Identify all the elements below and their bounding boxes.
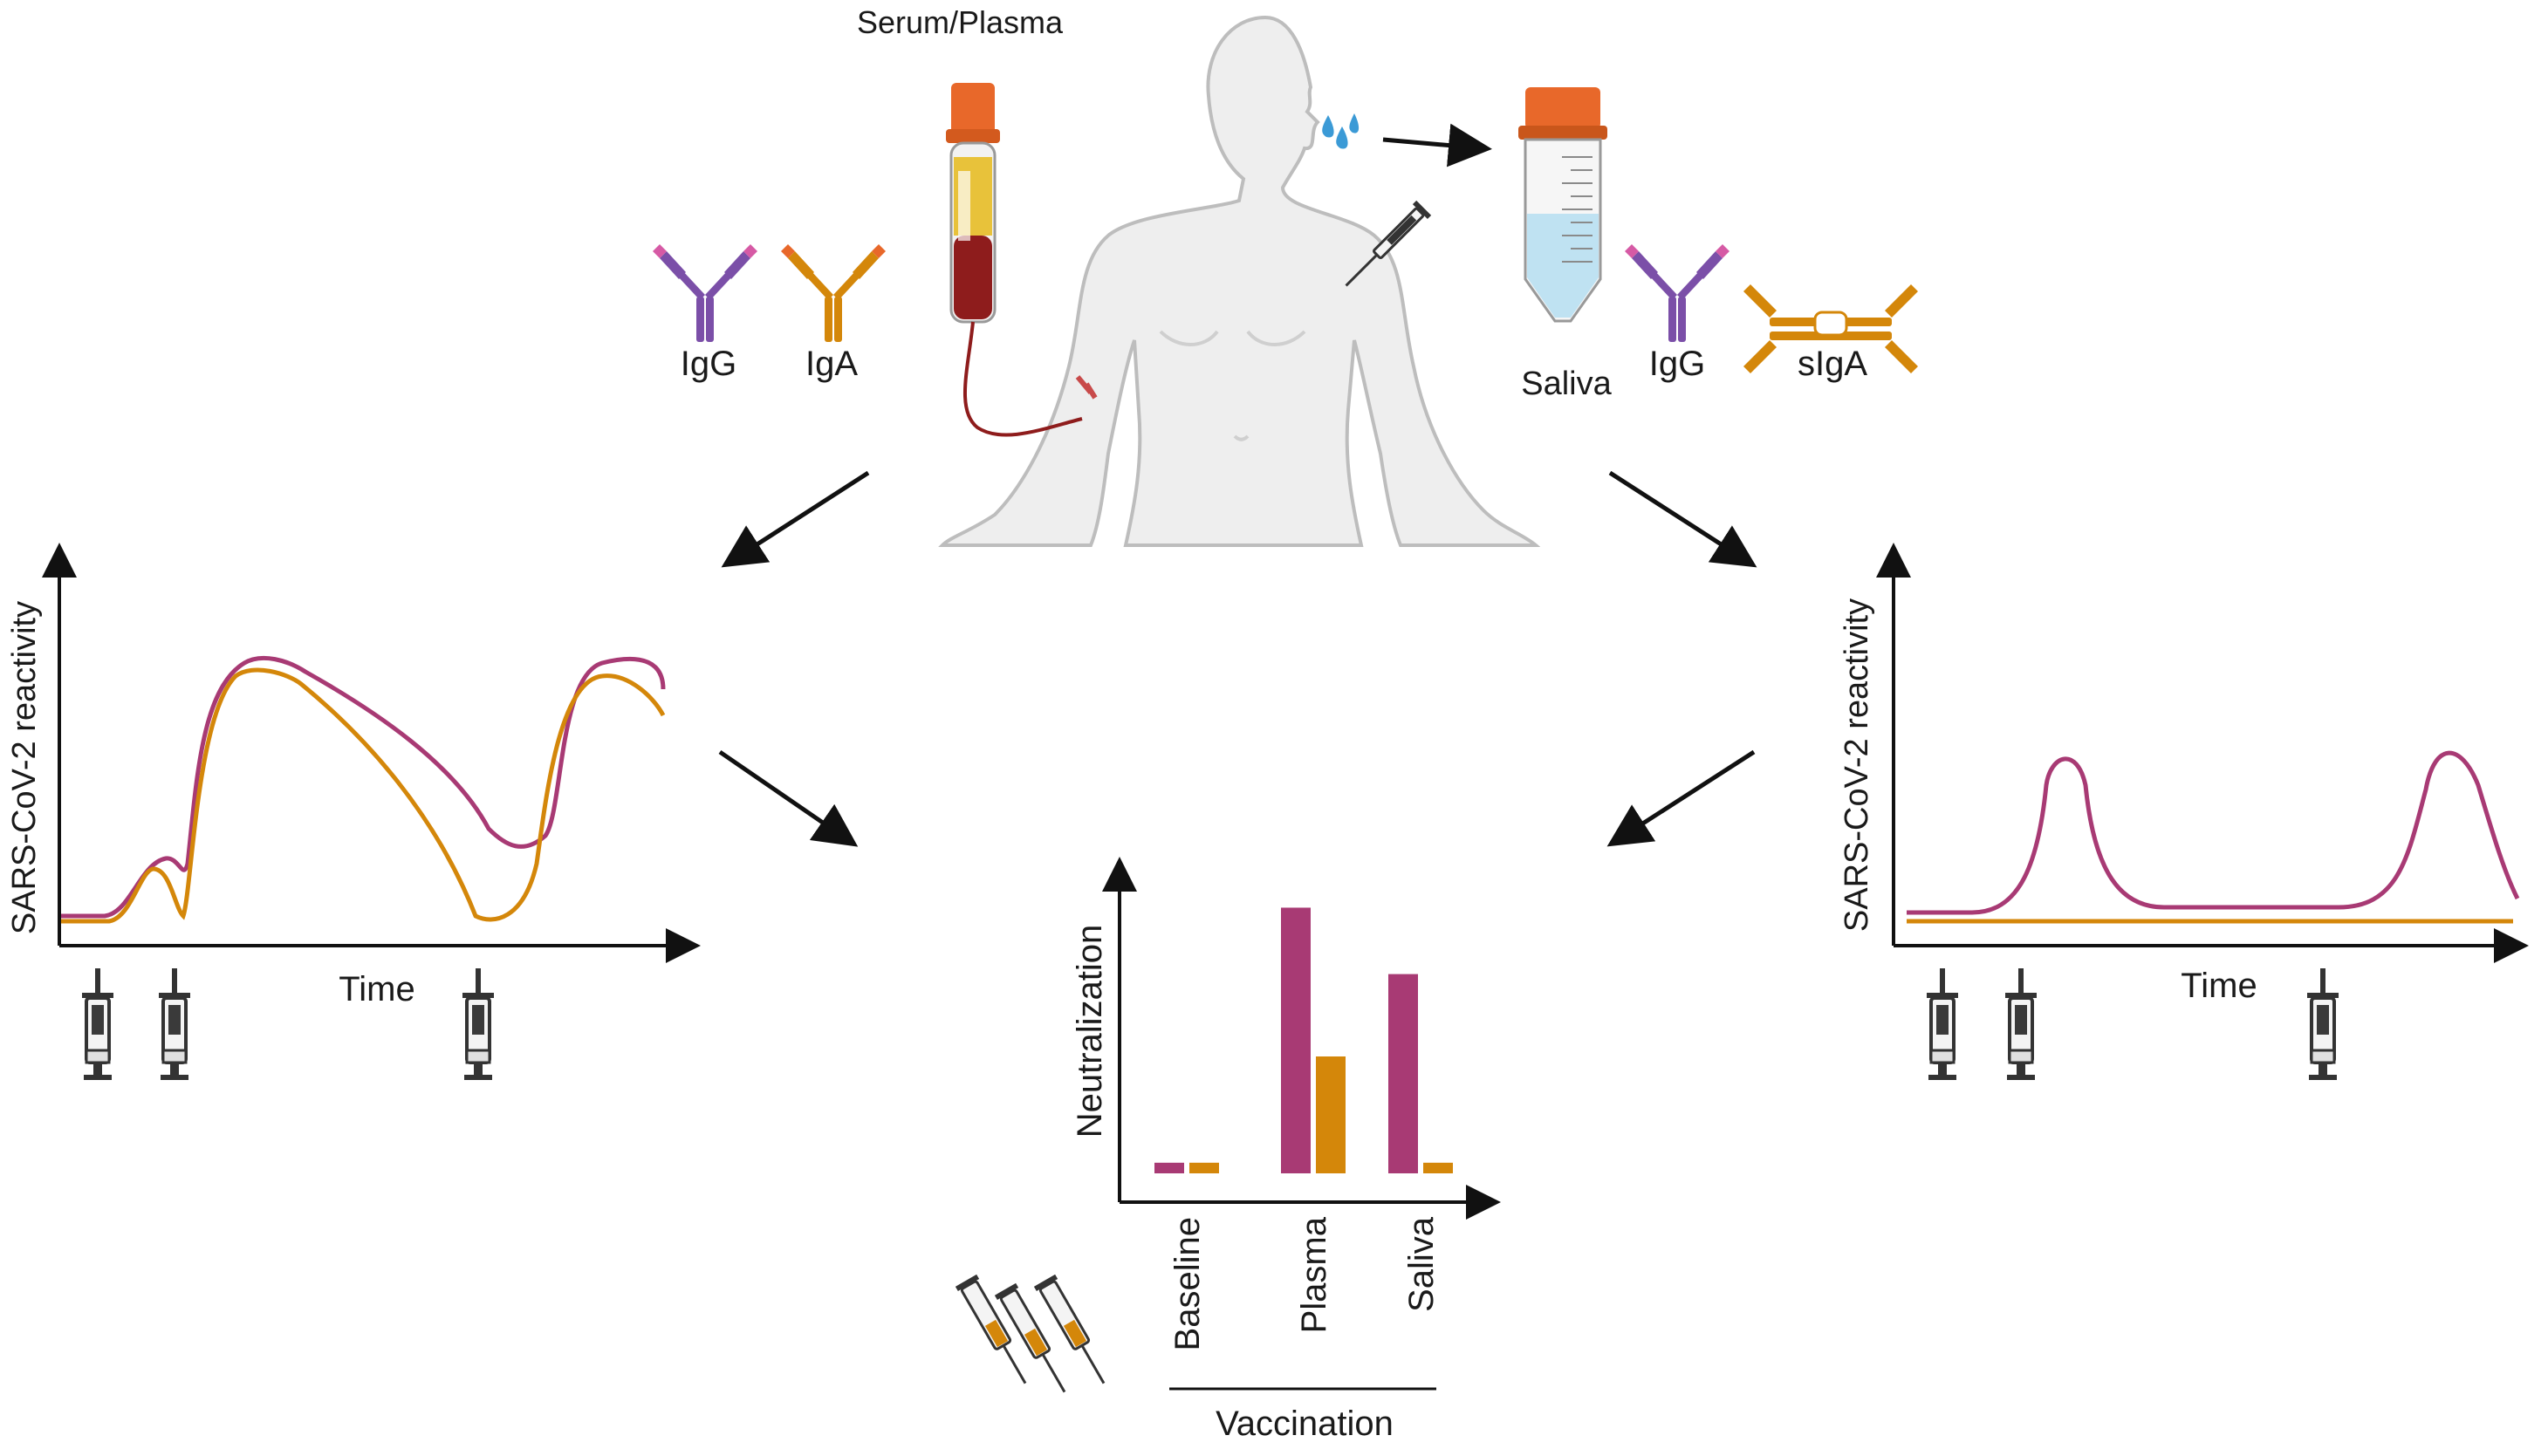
bar-ylabel: Neutralization: [1071, 925, 1109, 1138]
droplet-icon: [1336, 126, 1348, 149]
arrow-right-plot-to-bar: [1606, 749, 1756, 847]
left-reactivity-plot: SARS-CoV-2 reactivity Time: [6, 543, 701, 1082]
three-vaccine-syringes-icon: [955, 1274, 1106, 1393]
droplet-icon: [1322, 115, 1334, 138]
flow-arrows: [718, 123, 1757, 847]
arm-syringe-icon: [1345, 200, 1432, 287]
right-syringe-icon-1: [1925, 967, 1960, 1082]
bar-plasma-series-1: [1281, 907, 1311, 1173]
iga-antibody-icon-left: [781, 244, 886, 342]
saliva-label: Saliva: [1521, 366, 1612, 402]
blood-tube-icon: [946, 83, 1098, 437]
right-syringe-icon-2: [2003, 967, 2038, 1082]
bar-baseline-series-1: [1154, 1162, 1184, 1173]
bar-saliva-series-2: [1423, 1162, 1453, 1173]
igg-antibody-icon-left: [653, 244, 757, 342]
siga-label: sIgA: [1798, 345, 1867, 383]
bar-saliva-series-1: [1388, 974, 1418, 1173]
igg-label-right: IgG: [1649, 345, 1705, 383]
human-figure: [938, 15, 1541, 547]
saliva-tube-icon: [1518, 87, 1607, 323]
serum-plasma-label: Serum/Plasma: [857, 4, 1064, 40]
siga-antibody-icon: [1743, 284, 1918, 373]
arrow-to-right-plot: [1608, 470, 1757, 568]
left-syringe-icon-1: [80, 967, 115, 1082]
droplet-icon: [1349, 113, 1360, 133]
neutralization-bar-chart: Neutralization Baseline Plasma Saliva Vacc…: [1071, 857, 1501, 1443]
right-reactivity-plot: SARS-CoV-2 reactivity Time: [1839, 543, 2529, 1082]
right-syringe-icon-3: [2305, 967, 2340, 1082]
arrow-mouth-to-saliva: [1382, 123, 1492, 167]
bar-category-label-baseline: Baseline: [1168, 1217, 1207, 1350]
left-igg-curve: [61, 655, 666, 919]
bar-baseline-series-2: [1189, 1162, 1219, 1173]
left-syringe-icon-3: [461, 967, 496, 1082]
iga-label-left: IgA: [805, 345, 858, 383]
right-ylabel: SARS-CoV-2 reactivity: [1839, 598, 1875, 932]
bar-plasma-series-2: [1316, 1056, 1346, 1173]
igg-antibody-icon-right: [1625, 244, 1729, 342]
arrow-left-plot-to-bar: [718, 749, 859, 847]
bar-category-label-plasma: Plasma: [1295, 1216, 1333, 1333]
right-xlabel: Time: [2181, 967, 2257, 1005]
arrow-to-left-plot: [721, 470, 870, 568]
bar-category-label-saliva: Saliva: [1402, 1216, 1441, 1312]
vaccination-label: Vaccination: [1216, 1405, 1394, 1443]
right-igg-curve: [1907, 750, 2520, 915]
left-xlabel: Time: [339, 970, 414, 1008]
left-iga-curve: [61, 667, 666, 924]
igg-label-left: IgG: [681, 345, 736, 383]
left-syringe-icon-2: [157, 967, 192, 1082]
left-ylabel: SARS-CoV-2 reactivity: [6, 601, 43, 934]
